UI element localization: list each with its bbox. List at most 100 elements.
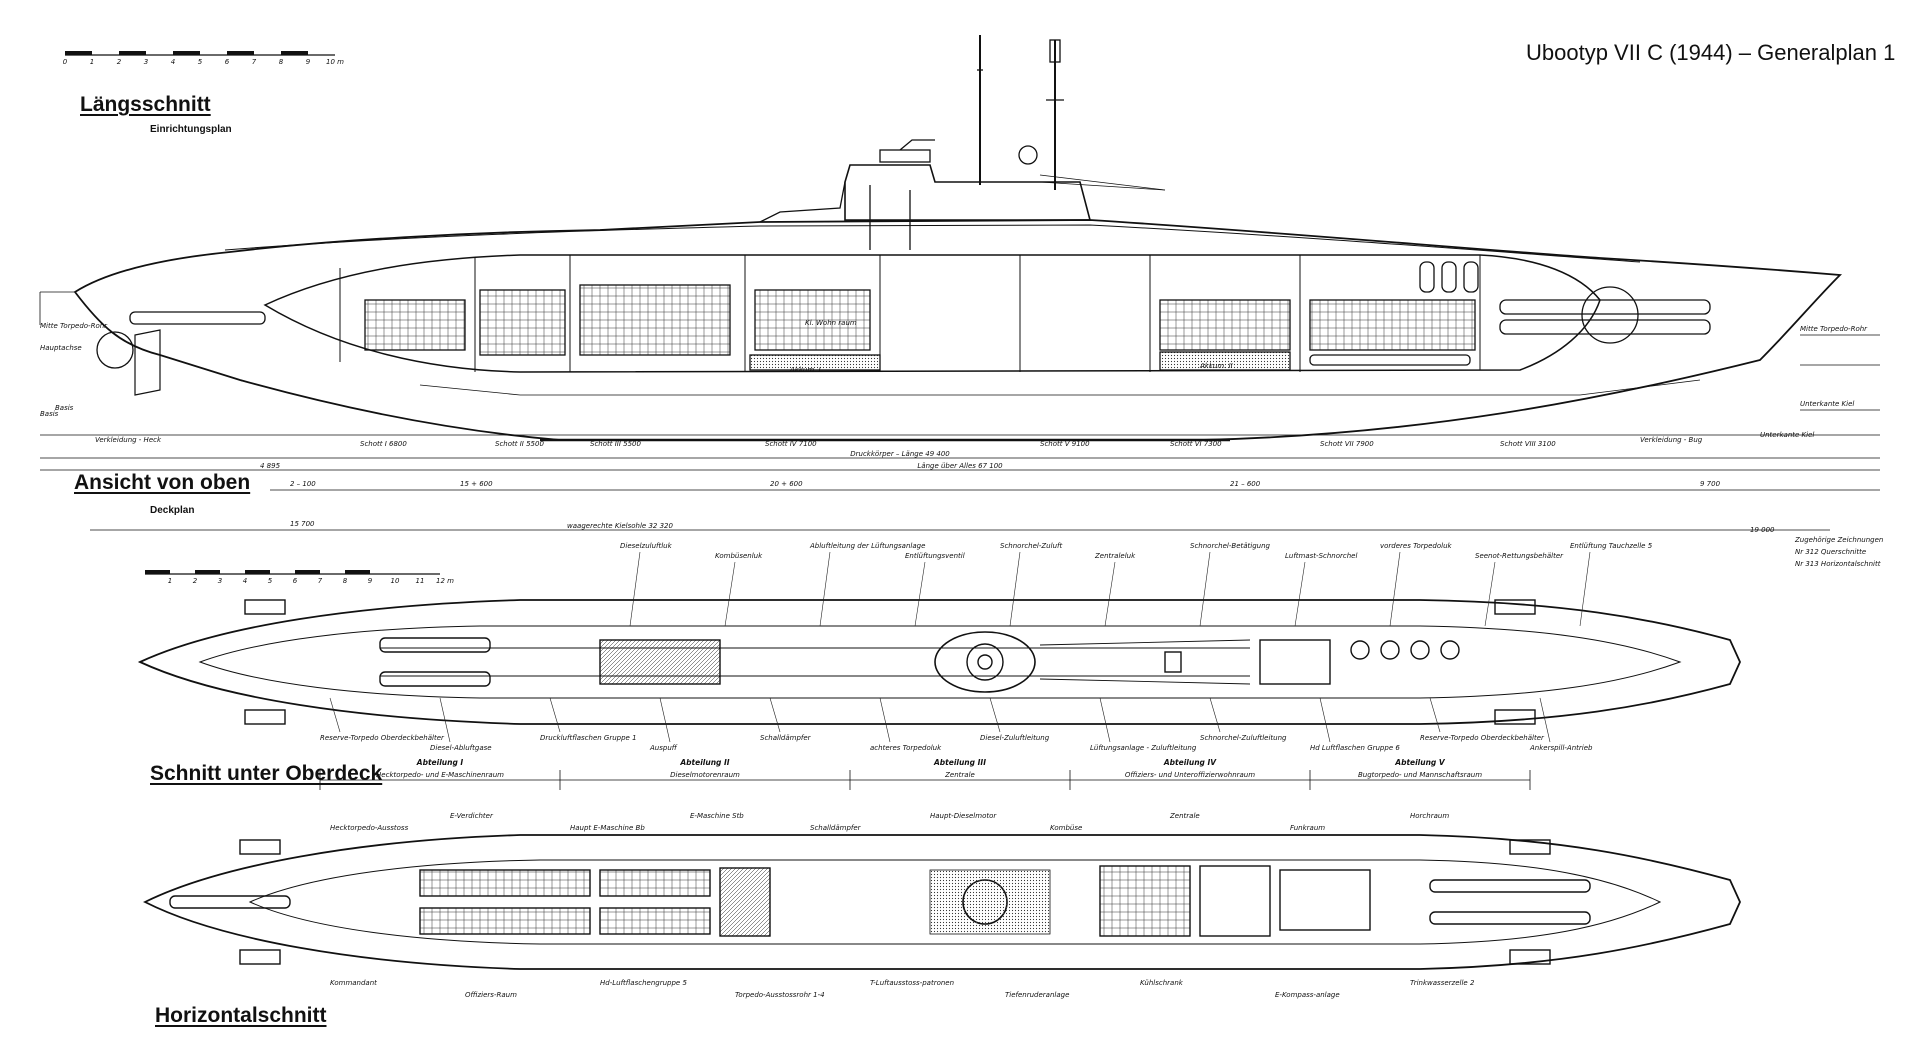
leader-line: [549, 697, 561, 733]
top-view-callout: Seenot-Rettungsbehälter: [1475, 552, 1564, 560]
top-view-deckplan: [137, 599, 1741, 725]
horizontal-callout: Kombüse: [1050, 824, 1082, 832]
top-view-callout: Reserve-Torpedo Oberdeckbehälter: [320, 734, 445, 742]
scale-tick-label: 1: [90, 58, 94, 66]
compartment-name: Dieselmotorenraum: [670, 771, 740, 779]
callout-label: Verkleidung - Bug: [1640, 436, 1703, 444]
scale-tick-label: 4: [243, 577, 247, 585]
right-margin-notes: Zugehörige Zeichnungen Nr 312 Querschnitt…: [1794, 536, 1883, 568]
top-view-callout: Diesel-Zuluftleitung: [980, 734, 1050, 742]
waterline-label: Basis: [40, 410, 59, 418]
station-dimension: 15 700: [290, 520, 315, 528]
frame-dimension: Schott I 6800: [360, 440, 407, 448]
top-view-callout: Lüftungsanlage - Zuluftleitung: [1090, 744, 1197, 752]
compartment-number: Abteilung I: [416, 758, 464, 767]
compartment-name: Offiziers- und Unteroffizierwohnraum: [1125, 771, 1255, 779]
top-view-callout: Kombüsenluk: [715, 552, 763, 560]
scale-tick-label: 8: [279, 58, 284, 66]
horizontal-callout: Kühlschrank: [1140, 979, 1184, 987]
leader-line: [724, 561, 736, 627]
scale-tick-label: 9: [306, 58, 311, 66]
station-dimension: 2 – 100: [290, 480, 316, 488]
station-dimension: 9 700: [1700, 480, 1721, 488]
top-view-callout: Hd Luftflaschen Gruppe 6: [1310, 744, 1400, 752]
top-view-callout: Luftmast-Schnorchel: [1285, 552, 1357, 560]
scale-tick-label: 5: [268, 577, 273, 585]
horizontal-callout: Schalldämpfer: [810, 824, 862, 832]
section-subtitle-longitudinal: Einrichtungsplan: [150, 124, 232, 135]
drawing-reference-note: Nr 312 Querschnitte: [1795, 548, 1866, 556]
leader-line: [769, 697, 781, 733]
waterline-label: Unterkante Kiel: [1800, 400, 1854, 408]
compartment-name: Zentrale: [944, 771, 975, 779]
leader-line: [1579, 551, 1591, 627]
top-view-callout: vorderes Torpedoluk: [1380, 542, 1453, 550]
frame-dimension: Schott VIII 3100: [1500, 440, 1556, 448]
leader-line: [629, 551, 641, 627]
horizontal-callout: Torpedo-Ausstossrohr 1-4: [735, 991, 825, 999]
scale-tick-label: 10: [391, 577, 400, 585]
leader-line: [1389, 551, 1401, 627]
top-view-callout: Dieselzuluftluk: [620, 542, 673, 550]
leader-line: [914, 561, 926, 627]
top-view-callout: Schalldämpfer: [760, 734, 812, 742]
top-view-callout: Schnorchel-Betätigung: [1190, 542, 1271, 550]
horizontal-callout: Haupt-Dieselmotor: [930, 812, 997, 820]
top-view-callout: achteres Torpedoluk: [870, 744, 942, 752]
frame-dimension: Schott V 9100: [1040, 440, 1090, 448]
frame-dimension: Schott VI 7300: [1170, 440, 1222, 448]
drawing-reference-note: Zugehörige Zeichnungen: [1794, 536, 1883, 544]
horizontal-callout: T-Luftausstoss-patronen: [870, 979, 954, 987]
horizontal-callout: Funkraum: [1290, 824, 1325, 832]
horizontal-callout: Trinkwasserzelle 2: [1410, 979, 1475, 987]
top-view-callout: Abluftleitung der Lüftungsanlage: [809, 542, 925, 550]
frame-dimension: Schott II 5500: [495, 440, 544, 448]
scale-tick-label: 2: [117, 58, 122, 66]
horizontal-callout: Offiziers-Raum: [465, 991, 517, 999]
longitudinal-callouts: Mitte Torpedo-RohrHauptachseBasisVerklei…: [40, 319, 1814, 444]
leader-line: [1484, 561, 1496, 627]
top-view-callout: Zentraleluk: [1094, 552, 1136, 560]
scale-tick-label: 9: [368, 577, 373, 585]
leader-line: [329, 697, 341, 733]
horizontal-callout: Hecktorpedo-Ausstoss: [330, 824, 409, 832]
horizontal-callout: E-Maschine Stb: [690, 812, 744, 820]
longitudinal-section: [39, 35, 1880, 531]
scale-tick-label: 8: [343, 577, 348, 585]
horizontal-callout: Zentrale: [1169, 812, 1200, 820]
top-view-callout: Entlüftungsventil: [905, 552, 965, 560]
compartment-number: Abteilung V: [1394, 758, 1446, 767]
horizontal-callout: Horchraum: [1410, 812, 1449, 820]
leader-line: [1104, 561, 1116, 627]
frame-dimension: Schott VII 7900: [1320, 440, 1374, 448]
leader-line: [659, 697, 671, 743]
horizontal-callout: E-Kompass-anlage: [1275, 991, 1340, 999]
station-dimension: 4 895: [260, 462, 281, 470]
compartment-number: Abteilung III: [933, 758, 986, 767]
callout-label: Hauptachse: [40, 344, 82, 352]
scale-tick-label: 5: [198, 58, 203, 66]
horizontal-section: [142, 770, 1741, 970]
compartment-name: Bugtorpedo- und Mannschaftsraum: [1358, 771, 1482, 779]
top-view-callout: Schnorchel-Zuluft: [1000, 542, 1062, 550]
leader-line: [879, 697, 891, 743]
scale-tick-label: 3: [218, 577, 222, 585]
callout-label: Verkleidung - Heck: [95, 436, 162, 444]
leader-line: [1294, 561, 1306, 627]
horizontal-callout: Kommandant: [330, 979, 377, 987]
section-title-top-view: Ansicht von oben: [74, 471, 251, 494]
leader-line: [1209, 697, 1221, 733]
compartment-number: Abteilung IV: [1163, 758, 1217, 767]
scale-tick-label: 12 m: [436, 577, 454, 585]
section-title-longitudinal: Längsschnitt: [80, 93, 211, 116]
scale-tick-label: 2: [193, 577, 198, 585]
plan-title: Ubootyp VII C (1944) – Generalplan 1: [1526, 40, 1896, 65]
dimension-length-overall: Länge über Alles 67 100: [917, 462, 1003, 470]
top-view-callout: Auspuff: [649, 744, 678, 752]
top-view-callout: Druckluftflaschen Gruppe 1: [540, 734, 637, 742]
